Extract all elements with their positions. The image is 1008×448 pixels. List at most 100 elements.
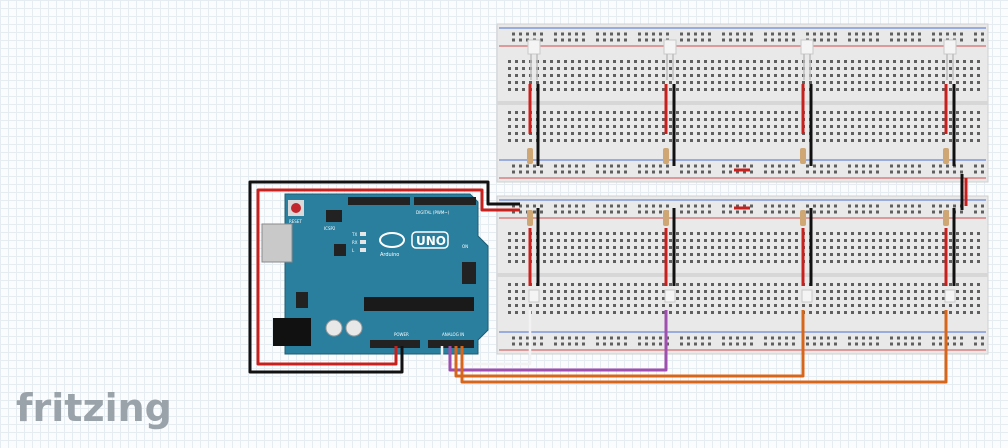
terminal-hole xyxy=(697,60,700,63)
terminal-hole xyxy=(620,304,623,307)
rail-hole xyxy=(869,164,872,168)
arduino-pcb xyxy=(284,193,489,355)
terminal-hole xyxy=(795,253,798,256)
terminal-hole xyxy=(865,253,868,256)
terminal-hole xyxy=(851,67,854,70)
terminal-hole xyxy=(711,290,714,293)
terminal-hole xyxy=(655,232,658,235)
rail-hole xyxy=(932,38,935,42)
rail-hole xyxy=(722,204,725,208)
terminal-hole xyxy=(774,118,777,121)
terminal-hole xyxy=(732,81,735,84)
terminal-hole xyxy=(830,74,833,77)
terminal-hole xyxy=(879,239,882,242)
rail-hole xyxy=(743,164,746,168)
rail-hole xyxy=(820,210,823,214)
terminal-hole xyxy=(571,118,574,121)
terminal-hole xyxy=(564,260,567,263)
rail-hole xyxy=(722,170,725,174)
terminal-hole xyxy=(935,81,938,84)
terminal-hole xyxy=(900,239,903,242)
terminal-hole xyxy=(935,74,938,77)
terminal-hole xyxy=(718,232,721,235)
terminal-hole xyxy=(942,239,945,242)
rail-hole xyxy=(953,342,956,346)
terminal-hole xyxy=(858,232,861,235)
terminal-hole xyxy=(543,283,546,286)
rail-hole xyxy=(610,38,613,42)
rail-hole xyxy=(694,336,697,340)
status-led xyxy=(360,248,366,252)
rail-hole xyxy=(666,32,669,36)
terminal-hole xyxy=(725,239,728,242)
terminal-hole xyxy=(788,304,791,307)
rail-hole xyxy=(652,336,655,340)
terminal-hole xyxy=(942,74,945,77)
terminal-hole xyxy=(683,304,686,307)
terminal-hole xyxy=(557,67,560,70)
terminal-hole xyxy=(578,246,581,249)
terminal-hole xyxy=(627,81,630,84)
rail-hole xyxy=(680,336,683,340)
rail-hole xyxy=(610,32,613,36)
terminal-hole xyxy=(620,290,623,293)
terminal-hole xyxy=(515,290,518,293)
terminal-hole xyxy=(648,81,651,84)
terminal-hole xyxy=(879,132,882,135)
terminal-hole xyxy=(704,304,707,307)
terminal-hole xyxy=(627,304,630,307)
rail-hole xyxy=(638,164,641,168)
terminal-hole xyxy=(921,139,924,142)
terminal-hole xyxy=(956,246,959,249)
rail-hole xyxy=(666,204,669,208)
terminal-hole xyxy=(928,311,931,314)
terminal-hole xyxy=(648,67,651,70)
terminal-hole xyxy=(683,139,686,142)
terminal-hole xyxy=(690,139,693,142)
terminal-hole xyxy=(522,67,525,70)
rail-hole xyxy=(939,342,942,346)
terminal-hole xyxy=(641,125,644,128)
terminal-hole xyxy=(585,60,588,63)
terminal-hole xyxy=(571,304,574,307)
rail-hole xyxy=(897,38,900,42)
terminal-hole xyxy=(585,139,588,142)
rail-hole xyxy=(806,210,809,214)
rail-hole xyxy=(624,32,627,36)
terminal-hole xyxy=(522,290,525,293)
terminal-hole xyxy=(830,290,833,293)
terminal-hole xyxy=(585,304,588,307)
terminal-hole xyxy=(970,304,973,307)
terminal-hole xyxy=(767,304,770,307)
terminal-hole xyxy=(543,125,546,128)
terminal-hole xyxy=(872,118,875,121)
terminal-hole xyxy=(508,67,511,70)
terminal-hole xyxy=(781,283,784,286)
terminal-hole xyxy=(851,290,854,293)
terminal-hole xyxy=(669,139,672,142)
terminal-hole xyxy=(767,283,770,286)
terminal-hole xyxy=(760,81,763,84)
terminal-hole xyxy=(963,118,966,121)
rail-hole xyxy=(771,204,774,208)
terminal-hole xyxy=(914,74,917,77)
terminal-hole xyxy=(613,297,616,300)
rail-hole xyxy=(869,170,872,174)
terminal-hole xyxy=(648,88,651,91)
terminal-hole xyxy=(550,118,553,121)
terminal-hole xyxy=(627,74,630,77)
breadboards xyxy=(496,23,989,355)
usb-port xyxy=(261,223,293,263)
terminal-hole xyxy=(571,81,574,84)
rail-hole xyxy=(848,336,851,340)
resistor xyxy=(663,210,669,226)
rail-hole xyxy=(764,164,767,168)
terminal-hole xyxy=(606,118,609,121)
terminal-hole xyxy=(956,239,959,242)
terminal-hole xyxy=(620,60,623,63)
terminal-hole xyxy=(858,67,861,70)
rail-hole xyxy=(911,342,914,346)
terminal-hole xyxy=(809,311,812,314)
terminal-hole xyxy=(620,246,623,249)
